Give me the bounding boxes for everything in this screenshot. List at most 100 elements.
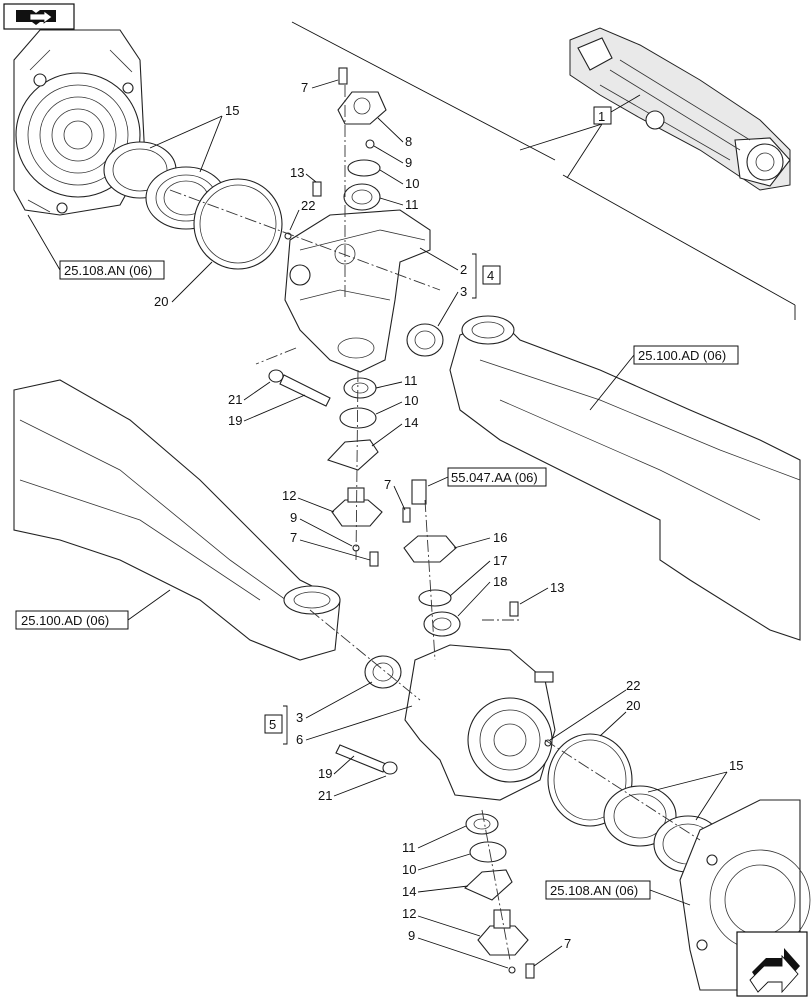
part-label-12-top: 12 (282, 488, 335, 513)
part-label-7-bottom: 7 (533, 936, 571, 967)
tie-rod-pin-lower (335, 744, 398, 775)
svg-text:15: 15 (225, 103, 239, 118)
part-label-13-top: 13 (290, 165, 317, 183)
svg-text:21: 21 (318, 788, 332, 803)
steering-knuckle-upper (284, 209, 431, 373)
assembly-5-label: 5 (269, 717, 276, 732)
svg-text:18: 18 (493, 574, 507, 589)
svg-text:13: 13 (290, 165, 304, 180)
svg-text:13: 13 (550, 580, 564, 595)
ref-25-108-an-bottom-label: 25.108.AN (06) (550, 883, 638, 898)
part-label-12-bottom: 12 (402, 906, 481, 937)
steering-knuckle-lower (404, 644, 556, 801)
part-label-21-top: 21 (228, 381, 271, 407)
part-label-7-top: 7 (301, 79, 339, 95)
axle-housing-left (13, 379, 341, 661)
part-label-15-top: 15 (149, 103, 239, 173)
svg-text:7: 7 (290, 530, 297, 545)
center-axes (169, 85, 701, 961)
svg-text:22: 22 (301, 198, 315, 213)
svg-text:19: 19 (318, 766, 332, 781)
svg-text:10: 10 (404, 393, 418, 408)
svg-text:9: 9 (405, 155, 412, 170)
part-label-9-bottom: 9 (408, 928, 509, 969)
assembly-1-label: 1 (598, 109, 605, 124)
part-label-18: 18 (457, 574, 507, 617)
ref-55-047-aa[interactable]: 55.047.AA (06) (427, 467, 547, 487)
part-label-9-mid: 9 (290, 510, 353, 547)
svg-text:3: 3 (296, 710, 303, 725)
part-label-19-bottom: 19 (318, 755, 355, 781)
assembly-4-callout: 4 (482, 265, 501, 285)
svg-text:11: 11 (402, 840, 416, 855)
seal-10-mid (339, 407, 377, 429)
bushing-3-upper (406, 323, 444, 357)
part-label-11-bottom: 11 (402, 825, 467, 855)
next-page-arrow-icon[interactable] (736, 931, 808, 997)
part-label-20-top: 20 (154, 261, 213, 309)
part-label-21-bottom: 21 (318, 775, 387, 803)
svg-text:7: 7 (384, 477, 391, 492)
svg-text:9: 9 (290, 510, 297, 525)
svg-text:10: 10 (405, 176, 419, 191)
part-label-11-top: 11 (379, 197, 419, 212)
svg-text:22: 22 (626, 678, 640, 693)
svg-text:2: 2 (460, 262, 467, 277)
svg-text:14: 14 (402, 884, 416, 899)
ref-25-108-an-top-label: 25.108.AN (06) (64, 263, 152, 278)
assembly-5-callout: 5 (264, 714, 283, 734)
ref-25-108-an-bottom[interactable]: 25.108.AN (06) (545, 880, 691, 906)
svg-text:20: 20 (154, 294, 168, 309)
part-label-14-top: 14 (371, 415, 418, 447)
svg-text:12: 12 (402, 906, 416, 921)
svg-text:21: 21 (228, 392, 242, 407)
assembly-4-label: 4 (487, 268, 494, 283)
part-label-22-top: 22 (289, 198, 315, 231)
part-label-2: 2 (419, 247, 467, 277)
assembly-1-callout: 1 (519, 94, 641, 179)
seal-ring-20-top (193, 178, 283, 270)
upper-king-pin-stack (284, 67, 387, 240)
ref-25-100-ad-left[interactable]: 25.100.AD (06) (15, 589, 171, 630)
assembly-brackets (283, 253, 477, 745)
part-label-16: 16 (453, 530, 507, 549)
part-label-7-mid: 7 (290, 530, 371, 561)
part-label-20-bottom: 20 (599, 698, 640, 737)
part-label-13-mid: 13 (519, 580, 564, 605)
part-label-10-top: 10 (379, 169, 419, 191)
ref-25-100-ad-right[interactable]: 25.100.AD (06) (589, 345, 739, 411)
axle-overview-thumbnail (569, 27, 791, 191)
part-label-3-top: 3 (437, 284, 467, 327)
part-label-7-right: 7 (384, 477, 406, 511)
part-label-6: 6 (296, 705, 413, 747)
part-label-15-bottom: 15 (647, 758, 743, 821)
svg-text:6: 6 (296, 732, 303, 747)
part-label-14-bottom: 14 (402, 884, 469, 899)
part-label-22-bottom: 22 (549, 678, 640, 741)
bushing-3-lower (364, 655, 402, 689)
book-arrow-icon[interactable] (3, 3, 75, 30)
axle-housing-right (449, 315, 801, 641)
svg-text:16: 16 (493, 530, 507, 545)
part-label-10-bottom: 10 (402, 853, 471, 877)
lower-king-pin-stack (464, 813, 535, 979)
tie-rod-pin-upper (268, 369, 331, 407)
svg-text:20: 20 (626, 698, 640, 713)
svg-text:15: 15 (729, 758, 743, 773)
svg-text:9: 9 (408, 928, 415, 943)
ref-25-100-ad-left-label: 25.100.AD (06) (21, 613, 109, 628)
svg-text:14: 14 (404, 415, 418, 430)
part-label-17: 17 (449, 553, 507, 597)
ref-25-108-an-top[interactable]: 25.108.AN (06) (27, 214, 165, 280)
part-label-10-mid: 10 (375, 393, 418, 415)
diagram-frame-lines (291, 21, 796, 320)
ref-25-100-ad-right-label: 25.100.AD (06) (638, 348, 726, 363)
part-label-11-mid: 11 (375, 373, 418, 389)
part-label-19-top: 19 (228, 394, 306, 428)
part-label-9-top: 9 (373, 145, 412, 170)
svg-text:3: 3 (460, 284, 467, 299)
svg-text:11: 11 (404, 373, 418, 388)
part-label-3-bottom: 3 (296, 681, 373, 725)
svg-text:19: 19 (228, 413, 242, 428)
